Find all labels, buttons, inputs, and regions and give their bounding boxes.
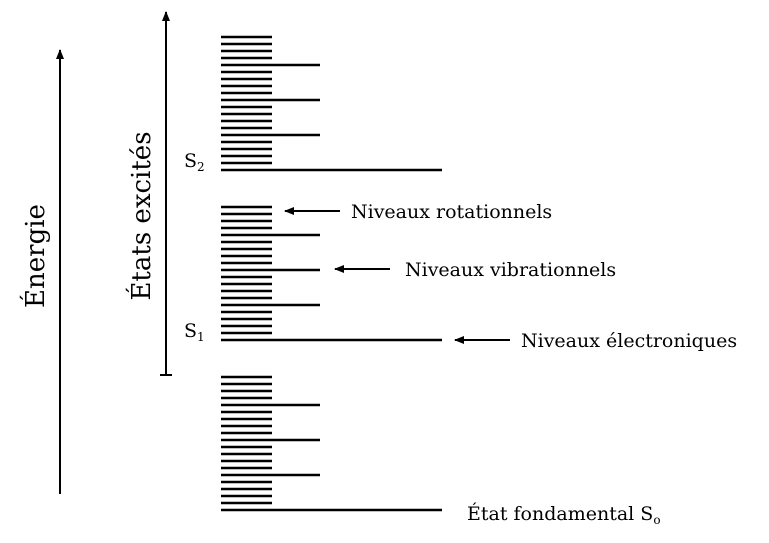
state-label-s2: S2: [184, 150, 205, 174]
state-label-s0: État fondamental So: [467, 502, 661, 527]
energy-levels: [221, 35, 442, 512]
vibrational-levels-label: Niveaux vibrationnels: [405, 259, 616, 281]
rotational-levels-label: Niveaux rotationnels: [351, 201, 552, 223]
state-label-s1: S1: [184, 320, 205, 344]
excited-states-axis-label: États excités: [125, 131, 157, 300]
energy-axis-label: Énergie: [19, 204, 51, 308]
electronic-levels-label: Niveaux électroniques: [521, 330, 737, 352]
